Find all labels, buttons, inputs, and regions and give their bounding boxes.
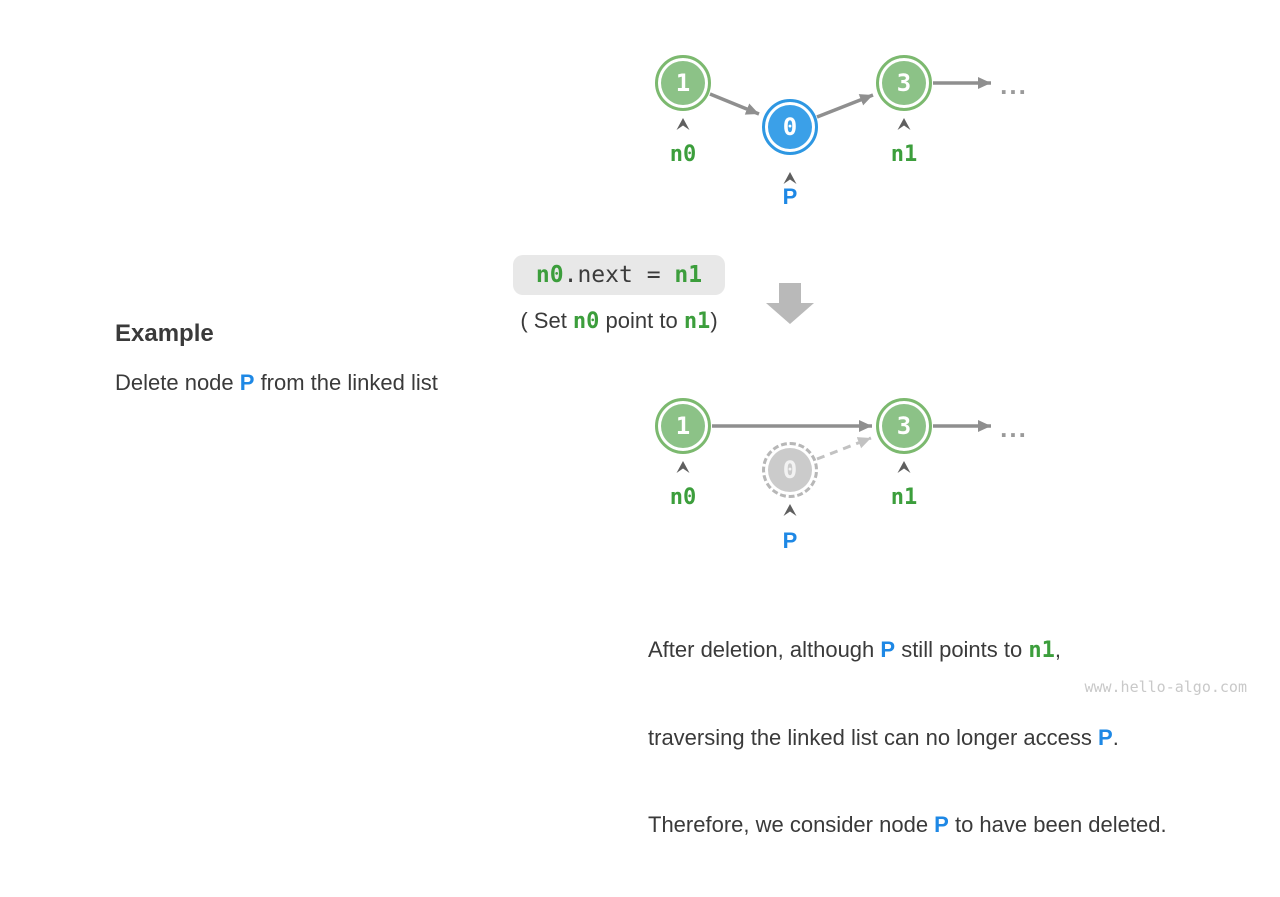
code-n1: n1 [674,262,703,288]
arrow-deleted-to-n1-dashed [816,436,872,461]
example-desc-text: Delete node [115,370,240,395]
label-p-after: P [782,528,798,553]
caption-text: point to [599,308,684,333]
list-node-0-before: 0 [762,99,818,155]
example-description: Delete node P from the linked list [115,370,438,396]
caption-n0: n0 [572,309,600,334]
caption-n1: n1 [683,309,711,334]
conclusion-text: Therefore, we consider node [648,812,935,837]
code-middle: .next = [563,262,675,288]
pointer-p-ref: P [934,812,949,837]
example-heading: Example [115,320,214,347]
example-desc-text: from the linked list [254,370,438,395]
label-n0-before: n0 [669,142,697,167]
conclusion-text: , [1054,637,1061,662]
label-n1-before: n1 [890,142,918,167]
list-node-1-after: 1 [655,398,711,454]
code-snippet: n0.next = n1 [513,255,725,295]
conclusion-text: to have been deleted. [948,812,1167,837]
arrow-p-to-n1 [816,93,874,119]
up-caret-icon [897,118,911,130]
pointer-p-ref: P [880,637,896,662]
list-node-3-after: 3 [876,398,932,454]
up-caret-icon [783,172,797,184]
list-node-0-deleted: 0 [762,442,818,498]
list-node-1-before: 1 [655,55,711,111]
ellipsis-before: ... [1000,70,1028,100]
list-node-3-before: 3 [876,55,932,111]
pointer-p-ref: P [239,370,255,395]
down-block-arrow-icon [766,283,814,324]
label-n0-after: n0 [669,485,697,510]
arrow-n0-to-p [709,92,760,116]
conclusion-text: traversing the linked list can no longer… [648,725,1099,750]
conclusion-paragraph: After deletion, although P still points … [648,577,1167,897]
caption-text: ( Set [520,308,573,333]
node-n1-ref: n1 [1028,638,1055,663]
label-n1-after: n1 [890,485,918,510]
up-caret-icon [897,461,911,473]
figure-canvas: Example Delete node P from the linked li… [115,55,1247,837]
code-caption: ( Set n0 point to n1) [494,308,744,334]
conclusion-text: After deletion, although [648,637,881,662]
conclusion-line-2: traversing the linked list can no longer… [648,723,1167,752]
ellipsis-after: ... [1000,413,1028,443]
conclusion-line-1: After deletion, although P still points … [648,635,1167,665]
conclusion-text: . [1112,725,1119,750]
conclusion-line-3: Therefore, we consider node P to have be… [648,810,1167,839]
up-caret-icon [676,118,690,130]
site-watermark: www.hello-algo.com [1084,678,1247,696]
code-n0: n0 [535,262,564,288]
caption-text: ) [710,308,718,333]
label-p-before: P [782,184,798,209]
up-caret-icon [783,504,797,516]
conclusion-text: still points to [895,637,1029,662]
pointer-p-ref: P [1098,725,1113,750]
up-caret-icon [676,461,690,473]
